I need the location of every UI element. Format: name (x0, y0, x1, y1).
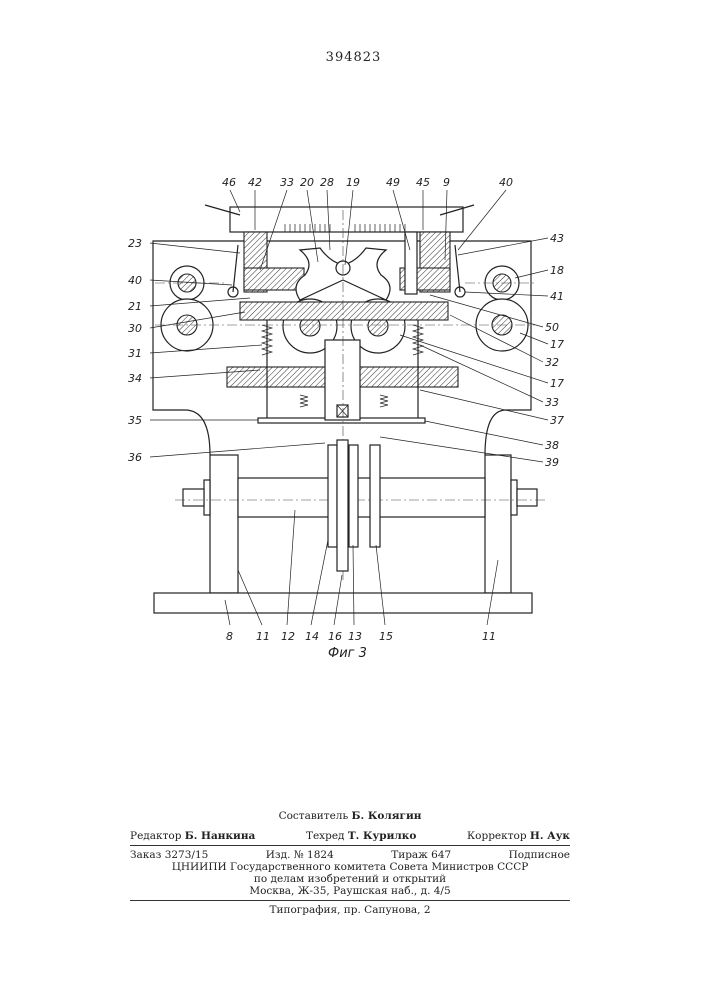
label-23: 23 (128, 237, 142, 250)
label-37: 37 (550, 414, 564, 427)
label-32: 32 (545, 356, 559, 369)
label-35: 35 (128, 414, 142, 427)
label-41: 41 (550, 290, 564, 303)
subscription: Подписное (509, 849, 570, 861)
label-19: 19 (346, 176, 360, 189)
label-15: 15 (379, 630, 393, 643)
left-labels: 23 40 21 30 31 34 35 36 (128, 237, 142, 464)
label-40: 40 (128, 274, 142, 287)
order-number: Заказ 3273/15 (130, 849, 208, 861)
label-40: 40 (499, 176, 513, 189)
edition-number: Изд. № 1824 (266, 849, 334, 861)
label-42: 42 (248, 176, 262, 189)
corrector: Корректор Н. Аук (467, 830, 570, 842)
compiler-name: Б. Колягин (352, 810, 422, 822)
label-49: 49 (386, 176, 400, 189)
label-9: 9 (443, 176, 450, 189)
label-18: 18 (550, 264, 564, 277)
label-17b: 17 (550, 377, 564, 390)
label-34: 34 (128, 372, 142, 385)
label-50: 50 (545, 321, 559, 334)
org-line-3: Москва, Ж-35, Раушская наб., д. 4/5 (130, 885, 570, 897)
org-line-1: ЦНИИПИ Государственного комитета Совета … (130, 861, 570, 873)
label-43: 43 (550, 232, 564, 245)
colophon: Составитель Б. Колягин Редактор Б. Нанки… (130, 810, 570, 916)
bottom-labels: 8 11 12 14 16 13 15 11 Фиг 3 (226, 630, 496, 661)
label-11: 11 (256, 630, 270, 643)
label-16: 16 (328, 630, 342, 643)
label-12: 12 (281, 630, 295, 643)
label-8: 8 (226, 630, 233, 643)
techred-name: Т. Курилко (348, 830, 417, 842)
corrector-name: Н. Аук (530, 830, 570, 842)
label-46: 46 (222, 176, 236, 189)
label-11b: 11 (482, 630, 496, 643)
label-30: 30 (128, 322, 142, 335)
corrector-label: Корректор (467, 830, 527, 842)
printer: Типография, пр. Сапунова, 2 (130, 904, 570, 916)
label-20: 20 (300, 176, 314, 189)
techred-label: Техред (306, 830, 345, 842)
label-33: 33 (280, 176, 294, 189)
top-labels: 46 42 33 20 28 19 49 45 9 40 (222, 176, 513, 189)
divider (130, 900, 570, 901)
techred: Техред Т. Курилко (306, 830, 416, 842)
circulation: Тираж 647 (391, 849, 451, 861)
figure-caption: Фиг 3 (328, 646, 367, 661)
label-21: 21 (128, 300, 142, 313)
label-17: 17 (550, 338, 564, 351)
label-39: 39 (545, 456, 559, 469)
top-assembly (205, 205, 474, 300)
order-line: Заказ 3273/15 Изд. № 1824 Тираж 647 Подп… (130, 849, 570, 861)
technical-drawing: 46 42 33 20 28 19 49 45 9 40 23 40 21 30… (0, 0, 707, 700)
label-45: 45 (416, 176, 430, 189)
org-line-2: по делам изобретений и открытий (130, 873, 570, 885)
divider (130, 845, 570, 846)
right-labels: 43 18 41 50 17 32 17 33 37 38 39 (545, 232, 564, 469)
staff-line: Редактор Б. Нанкина Техред Т. Курилко Ко… (130, 830, 570, 842)
label-14: 14 (305, 630, 319, 643)
label-38: 38 (545, 439, 559, 452)
editor: Редактор Б. Нанкина (130, 830, 255, 842)
compiler-label: Составитель (279, 810, 349, 822)
label-28: 28 (320, 176, 334, 189)
label-33: 33 (545, 396, 559, 409)
lower-assembly (154, 440, 545, 613)
label-31: 31 (128, 347, 142, 360)
editor-label: Редактор (130, 830, 181, 842)
editor-name: Б. Нанкина (185, 830, 256, 842)
label-13: 13 (348, 630, 362, 643)
label-36: 36 (128, 451, 142, 464)
compiler-line: Составитель Б. Колягин (130, 810, 570, 822)
